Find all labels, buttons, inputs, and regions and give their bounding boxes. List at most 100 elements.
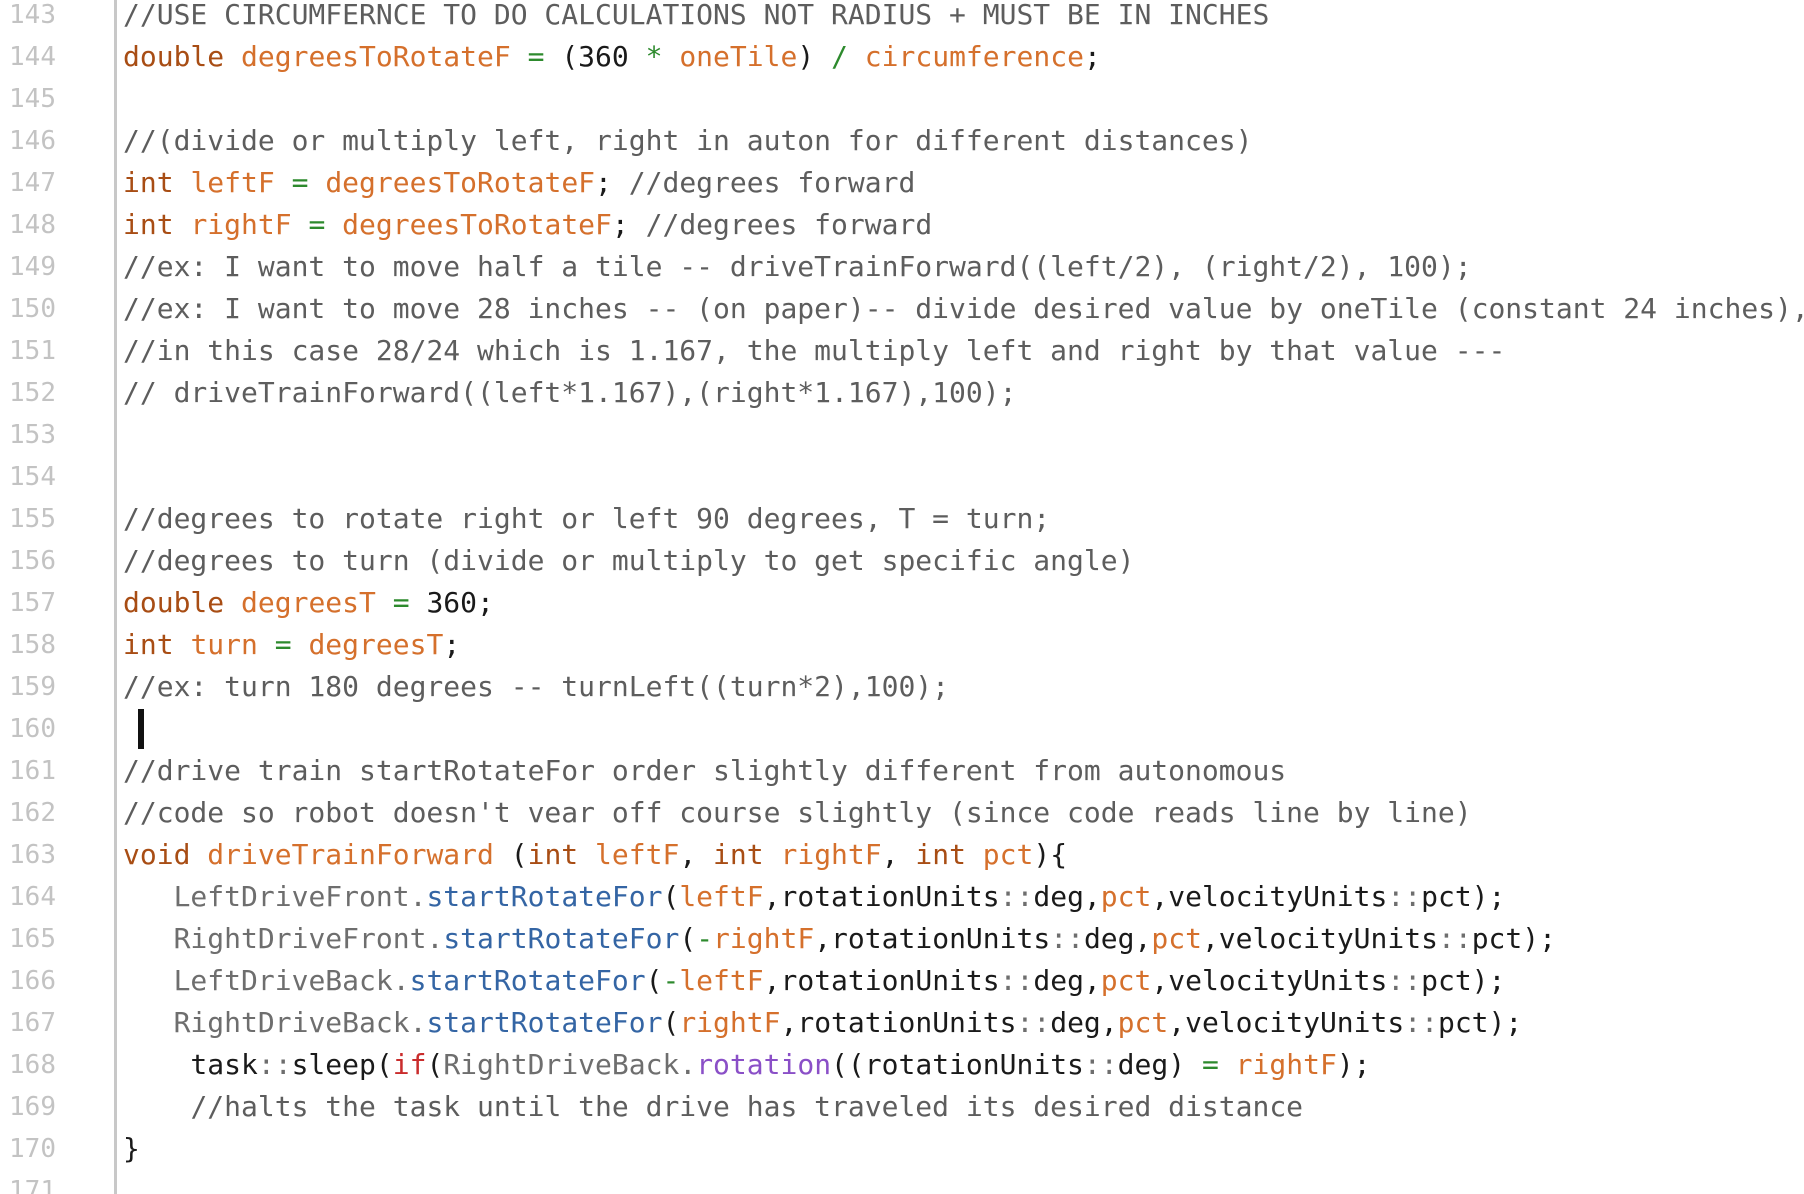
line-code[interactable]: int leftF = degreesToRotateF; //degrees … xyxy=(123,162,915,204)
line-code[interactable]: //halts the task until the drive has tra… xyxy=(123,1086,1303,1128)
line-code[interactable]: //ex: I want to move half a tile -- driv… xyxy=(123,246,1472,288)
code-line[interactable]: 165 RightDriveFront.startRotateFor(-righ… xyxy=(0,918,1804,960)
line-code[interactable]: //USE CIRCUMFERNCE TO DO CALCULATIONS NO… xyxy=(123,0,1269,36)
line-number: 145 xyxy=(9,84,56,114)
line-number: 159 xyxy=(9,672,56,702)
code-line[interactable]: 156 //degrees to turn (divide or multiply… xyxy=(0,540,1804,582)
code-line[interactable]: 146//(divide or multiply left, right in … xyxy=(0,120,1804,162)
code-line[interactable]: 155 //degrees to rotate right or left 90 … xyxy=(0,498,1804,540)
code-line[interactable]: 153 xyxy=(0,414,1804,456)
line-code[interactable]: //drive train startRotateFor order sligh… xyxy=(123,750,1286,792)
line-number: 156 xyxy=(9,546,56,576)
line-number: 169 xyxy=(9,1092,56,1122)
code-line[interactable]: 168 task::sleep(if(RightDriveBack.rotati… xyxy=(0,1044,1804,1086)
code-token xyxy=(662,40,679,73)
code-token: int xyxy=(123,208,191,241)
code-token: oneTile xyxy=(679,40,798,73)
line-code[interactable]: LeftDriveFront.startRotateFor(leftF,rota… xyxy=(123,876,1506,918)
code-token: . xyxy=(392,964,410,997)
code-token xyxy=(123,880,174,913)
code-token: rightF xyxy=(679,1006,781,1039)
code-token: //ex: I want to move half a tile -- driv… xyxy=(123,250,1472,283)
code-line[interactable]: 164 LeftDriveFront.startRotateFor(leftF,… xyxy=(0,876,1804,918)
code-token: LeftDriveBack xyxy=(173,964,393,997)
code-token: :: xyxy=(1387,964,1422,997)
code-token: = xyxy=(274,166,326,199)
code-token: :: xyxy=(999,964,1034,997)
code-line[interactable]: 167 RightDriveBack.startRotateFor(rightF… xyxy=(0,1002,1804,1044)
line-code[interactable]: //degrees to rotate right or left 90 deg… xyxy=(123,498,1050,540)
line-code[interactable]: // driveTrainForward((left*1.167),(right… xyxy=(123,372,1016,414)
code-token: = xyxy=(1201,1048,1219,1081)
code-line[interactable]: 166 LeftDriveBack.startRotateFor(-leftF,… xyxy=(0,960,1804,1002)
line-code[interactable]: LeftDriveBack.startRotateFor(-leftF,rota… xyxy=(123,960,1506,1002)
text-cursor xyxy=(138,709,144,749)
line-code[interactable]: double degreesT = 360; xyxy=(123,582,494,624)
code-line[interactable]: 149//ex: I want to move half a tile -- d… xyxy=(0,246,1804,288)
line-code[interactable]: //code so robot doesn't vear off course … xyxy=(123,792,1472,834)
line-code[interactable]: //ex: I want to move 28 inches -- (on pa… xyxy=(123,288,1804,330)
code-token: leftF xyxy=(679,964,764,997)
code-line[interactable]: 151//in this case 28/24 which is 1.167, … xyxy=(0,330,1804,372)
code-line[interactable]: 160 xyxy=(0,708,1804,750)
line-number: 155 xyxy=(9,504,56,534)
code-token: ,rotationUnits xyxy=(780,1006,1017,1039)
line-number: 154 xyxy=(9,462,56,492)
line-number: 152 xyxy=(9,378,56,408)
code-token: leftF xyxy=(190,166,275,199)
line-code[interactable]: //ex: turn 180 degrees -- turnLeft((turn… xyxy=(123,666,949,708)
code-token: int xyxy=(123,628,191,661)
code-token: ( xyxy=(679,922,697,955)
code-token: //in this case 28/24 which is 1.167, the… xyxy=(123,334,1506,367)
line-number: 170 xyxy=(9,1134,56,1164)
code-line[interactable]: 158 int turn = degreesT; xyxy=(0,624,1804,666)
line-code[interactable]: double degreesToRotateF = (360 * oneTile… xyxy=(123,36,1101,78)
code-line[interactable]: 145 xyxy=(0,78,1804,120)
line-code[interactable]: //degrees to turn (divide or multiply to… xyxy=(123,540,1134,582)
code-line[interactable]: 159 //ex: turn 180 degrees -- turnLeft((t… xyxy=(0,666,1804,708)
code-token: degreesToRotateF xyxy=(241,40,511,73)
line-code[interactable]: //(divide or multiply left, right in aut… xyxy=(123,120,1252,162)
code-token: ; xyxy=(443,628,461,661)
line-number: 161 xyxy=(9,756,56,786)
line-code[interactable]: } xyxy=(123,1128,140,1170)
code-line[interactable]: 154 xyxy=(0,456,1804,498)
line-code[interactable]: RightDriveBack.startRotateFor(rightF,rot… xyxy=(123,1002,1523,1044)
code-token: //degrees to turn (divide or multiply to… xyxy=(123,544,1135,577)
code-line[interactable]: 162//code so robot doesn't vear off cour… xyxy=(0,792,1804,834)
code-token: } xyxy=(123,1132,140,1165)
code-line[interactable]: 161 //drive train startRotateFor order sl… xyxy=(0,750,1804,792)
code-token: degreesT xyxy=(308,628,444,661)
code-token xyxy=(123,922,174,955)
code-line[interactable]: 170} xyxy=(0,1128,1804,1170)
code-token: //degrees to rotate right or left 90 deg… xyxy=(123,502,1051,535)
line-code[interactable]: int turn = degreesT; xyxy=(123,624,460,666)
line-code[interactable]: //in this case 28/24 which is 1.167, the… xyxy=(123,330,1505,372)
code-token: ){ xyxy=(1033,838,1068,871)
code-token: rotation xyxy=(696,1048,832,1081)
code-line[interactable]: 150//ex: I want to move 28 inches -- (on… xyxy=(0,288,1804,330)
code-token: ( xyxy=(426,1048,444,1081)
line-code[interactable]: RightDriveFront.startRotateFor(-rightF,r… xyxy=(123,918,1556,960)
line-number: 158 xyxy=(9,630,56,660)
code-line[interactable]: 157 double degreesT = 360; xyxy=(0,582,1804,624)
code-token: deg, xyxy=(1033,964,1101,997)
line-number: 166 xyxy=(9,966,56,996)
code-token: ,rotationUnits xyxy=(814,922,1051,955)
code-token: pct); xyxy=(1421,880,1506,913)
code-token: . xyxy=(679,1048,697,1081)
line-code[interactable]: int rightF = degreesToRotateF; //degrees… xyxy=(123,204,932,246)
code-line[interactable]: 143//USE CIRCUMFERNCE TO DO CALCULATIONS… xyxy=(0,0,1804,36)
code-line[interactable]: 171 xyxy=(0,1170,1804,1194)
code-token: :: xyxy=(1387,880,1422,913)
line-number: 157 xyxy=(9,588,56,618)
line-code[interactable]: task::sleep(if(RightDriveBack.rotation((… xyxy=(123,1044,1370,1086)
code-line[interactable]: 169 //halts the task until the drive has… xyxy=(0,1086,1804,1128)
code-line[interactable]: 152 // driveTrainForward((left*1.167),(ri… xyxy=(0,372,1804,414)
line-code[interactable]: void driveTrainForward (int leftF, int r… xyxy=(123,834,1067,876)
